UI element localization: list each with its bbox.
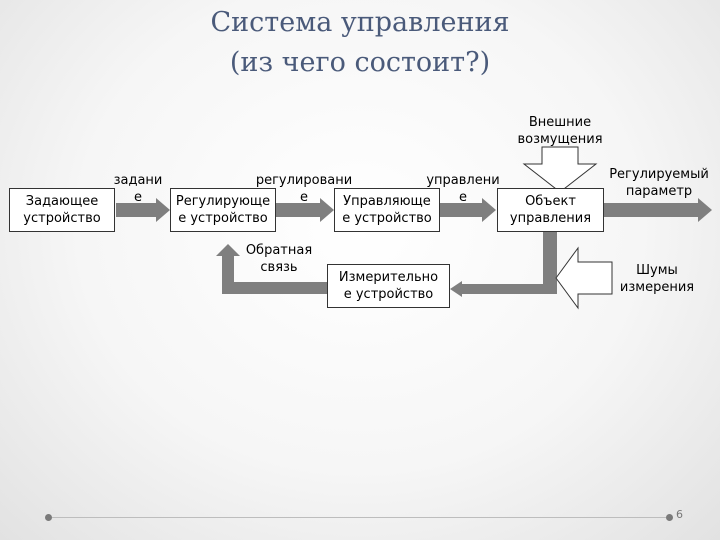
feedback-drop [543, 232, 557, 294]
plant-object-box: Объект управления [497, 188, 604, 232]
controller-device-box: Управляюще е устройство [334, 188, 440, 232]
arrow-regulation-shaft [276, 203, 320, 217]
feedback-to-meter-shaft [462, 284, 557, 294]
footer-dot-left [45, 514, 52, 521]
feedback-rise [222, 256, 234, 294]
noise-arrow [555, 246, 613, 310]
arrow-task-head [156, 198, 170, 222]
footer-rule [52, 517, 666, 518]
arrow-control-shaft [440, 203, 482, 217]
label-output-parameter: Регулируемый параметр [609, 167, 709, 199]
label-task: задани е [113, 173, 163, 205]
arrow-regulation-head [320, 198, 334, 222]
label-feedback: Обратная связь [245, 243, 313, 275]
footer-dot-right [666, 514, 673, 521]
label-regulation: регулировани е [255, 173, 353, 205]
meter-device-box: Измерительно е устройство [327, 264, 450, 308]
disturbance-arrow [522, 146, 598, 193]
regulator-device-box: Регулирующе е устройство [170, 188, 276, 232]
setter-device-box: Задающее устройство [9, 188, 115, 232]
arrow-output-head [698, 198, 712, 222]
slide-title-line1: Система управления [210, 7, 510, 38]
arrow-task-shaft [116, 203, 156, 217]
label-disturbance: Внешние возмущения [517, 115, 603, 147]
slide-title-line2: (из чего состоит?) [229, 47, 491, 78]
feedback-to-meter-head [450, 281, 462, 297]
arrow-control-head [482, 198, 496, 222]
feedback-rise-head [216, 244, 240, 256]
label-measurement-noise: Шумы измерения [619, 263, 695, 295]
feedback-return-shaft [222, 282, 327, 294]
arrow-output-shaft [604, 203, 698, 217]
label-control: управлени е [426, 173, 500, 205]
page-number: 6 [676, 508, 683, 521]
